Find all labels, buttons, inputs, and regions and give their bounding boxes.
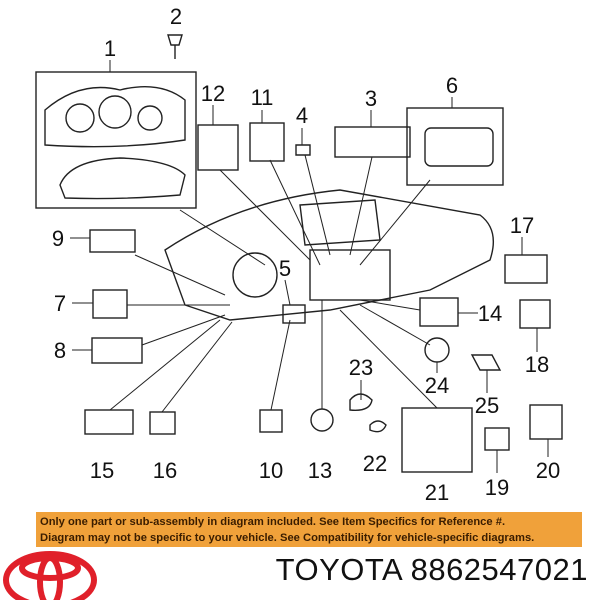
disclaimer-line-2: Diagram may not be specific to your vehi… — [40, 532, 535, 544]
callout-3: 3 — [365, 86, 377, 111]
callout-8: 8 — [54, 338, 66, 363]
callout-6: 6 — [446, 73, 458, 98]
callout-11: 11 — [251, 85, 274, 110]
disclaimer-banner: Only one part or sub-assembly in diagram… — [36, 512, 582, 547]
part-number-title: TOYOTA 8862547021 — [275, 552, 588, 587]
instrument-cluster — [44, 85, 186, 148]
callout-14: 14 — [478, 301, 502, 326]
callout-labels: 1 2 3 4 5 6 7 8 9 10 11 12 13 14 15 16 1… — [52, 4, 560, 505]
callout-2: 2 — [170, 4, 182, 29]
callout-25: 25 — [475, 393, 499, 418]
toyota-logo-icon — [3, 551, 97, 600]
callout-24: 24 — [425, 373, 449, 398]
callout-1: 1 — [104, 36, 116, 61]
callout-17: 17 — [510, 213, 534, 238]
callout-10: 10 — [259, 458, 283, 483]
dashboard — [164, 189, 494, 321]
callout-5: 5 — [279, 256, 291, 281]
callout-21: 21 — [425, 480, 449, 505]
callout-15: 15 — [90, 458, 114, 483]
callout-9: 9 — [52, 226, 64, 251]
part-1-box — [35, 71, 197, 209]
callout-13: 13 — [308, 458, 332, 483]
callout-22: 22 — [363, 451, 387, 476]
callout-20: 20 — [536, 458, 560, 483]
cluster-lens — [59, 157, 186, 200]
callout-7: 7 — [54, 291, 66, 316]
callout-23: 23 — [349, 355, 373, 380]
disclaimer-line-1: Only one part or sub-assembly in diagram… — [40, 516, 506, 528]
callout-18: 18 — [525, 352, 549, 377]
callout-19: 19 — [485, 475, 509, 500]
callout-4: 4 — [296, 103, 308, 128]
diagram-drawing: 1 2 3 4 5 6 7 8 9 10 11 12 13 14 15 16 1… — [35, 4, 563, 505]
callout-12: 12 — [201, 81, 225, 106]
callout-16: 16 — [153, 458, 177, 483]
